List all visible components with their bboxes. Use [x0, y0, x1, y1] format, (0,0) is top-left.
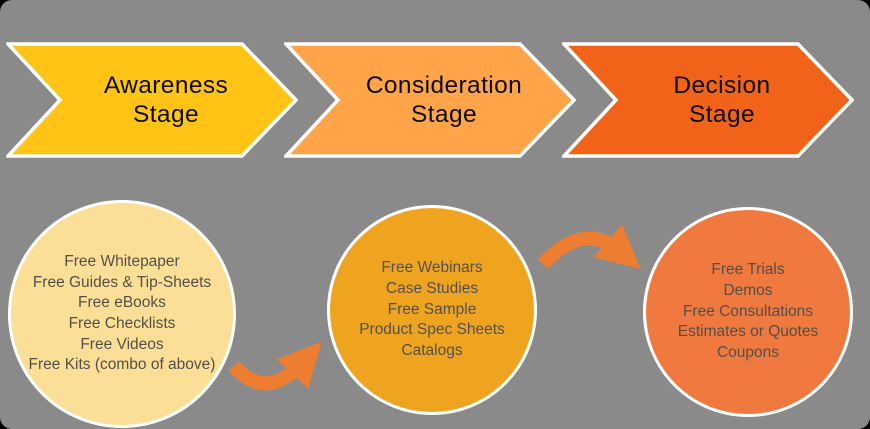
arrow-awareness-to-consideration: [228, 341, 322, 391]
list-item: Awareness: [103, 71, 229, 99]
chevron-decision-shape-svg: [562, 42, 854, 158]
list-item: Free Videos: [80, 335, 164, 353]
list-item: Estimates or Quotes: [677, 323, 819, 341]
chevron-shape: [6, 42, 298, 158]
list-item: Demos: [723, 282, 773, 300]
list-item: Case Studies: [385, 280, 479, 298]
list-item: Stage: [410, 101, 478, 128]
list-item: Coupons: [716, 343, 780, 361]
list-item: Product Spec Sheets: [359, 321, 505, 339]
list-item: Free Kits (combo of above): [28, 356, 216, 374]
list-item: Free Checklists: [68, 315, 176, 332]
list-item: Free Guides & Tip-Sheets: [32, 273, 212, 291]
list-item: Decision: [673, 71, 771, 99]
list-item: Free Trials: [711, 261, 785, 279]
list-item: Free Consultations: [682, 302, 814, 320]
list-item: Consideration: [365, 71, 523, 99]
list-item: Free Whitepaper: [64, 253, 180, 271]
list-item: Stage: [688, 101, 756, 128]
list-item: Catalogs: [401, 341, 463, 359]
list-item: Free Webinars: [381, 259, 483, 277]
list-item: Free Sample: [387, 300, 477, 318]
chevron-consideration-shape-svg: [284, 42, 576, 158]
list-item: Free eBooks: [78, 294, 166, 312]
chevron-awareness-shape-svg: [6, 42, 298, 158]
list-item: Stage: [132, 101, 200, 128]
arrow-consideration-to-decision: [537, 224, 641, 270]
chevron-shape: [562, 42, 854, 158]
chevron-shape: [284, 42, 576, 158]
